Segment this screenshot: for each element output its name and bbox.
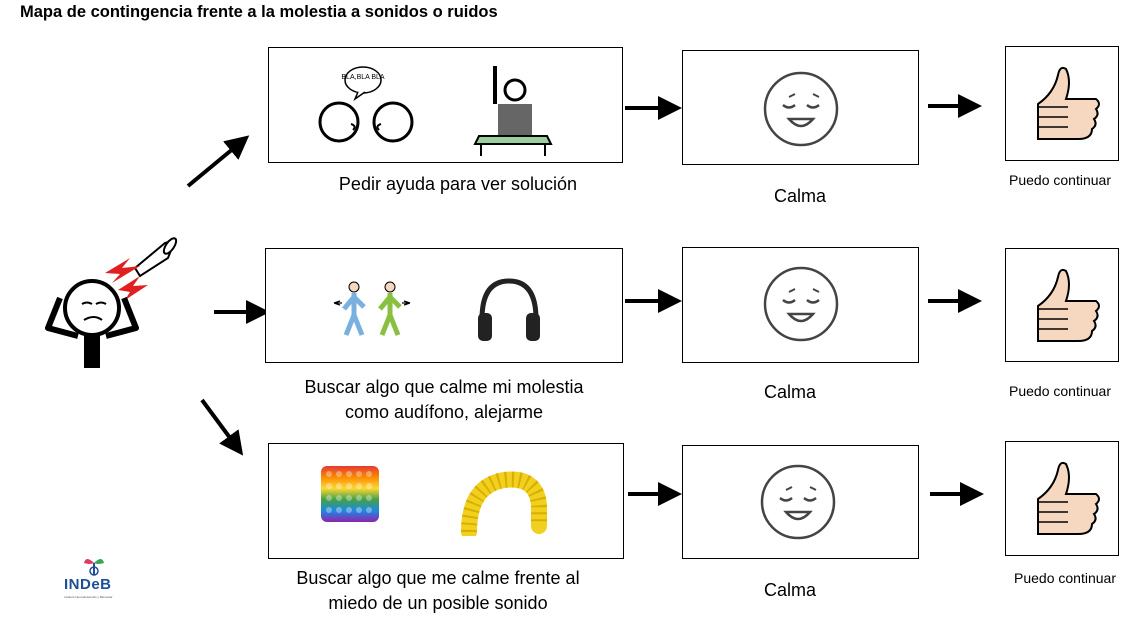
action-label-3b: miedo de un posible sonido <box>328 593 548 613</box>
calm-face-icon <box>763 266 839 342</box>
headphones-icon <box>478 278 540 341</box>
thumbs-up-icon <box>1037 268 1100 342</box>
distressed-person-icon <box>45 237 178 368</box>
action-box-3 <box>268 443 624 559</box>
result-label-1: Calma <box>773 186 826 206</box>
outcome-box-3 <box>1005 441 1119 556</box>
action-box-1: BLA,BLA BLA <box>268 47 623 163</box>
action-label-3a: Buscar algo que me calme frente al <box>296 568 580 588</box>
horn-icon <box>133 237 178 278</box>
logo-text: INDeB <box>64 576 112 593</box>
talking-heads-icon: BLA,BLA BLA <box>318 66 414 143</box>
thumbs-up-icon <box>1037 461 1100 535</box>
logo-mark-icon <box>84 559 104 576</box>
result-box-1 <box>682 50 919 165</box>
thumbs-up-icon <box>1037 66 1100 140</box>
result-label-2: Calma <box>763 382 816 402</box>
pop-tube-toy-icon <box>461 471 547 536</box>
action-label-2b: como audífono, alejarme <box>344 402 544 422</box>
result-box-3 <box>682 445 919 559</box>
lightning-icon <box>105 258 148 300</box>
action-box-2 <box>265 248 623 363</box>
walking-away-icon <box>333 281 411 336</box>
action-label-1: Pedir ayuda para ver solución <box>338 174 578 194</box>
speech-bubble-text: BLA,BLA BLA <box>341 74 385 81</box>
calm-face-icon <box>763 71 839 147</box>
pop-it-toy-icon <box>321 466 379 522</box>
outcome-label-2: Puedo continuar <box>1009 383 1111 399</box>
calm-face-icon <box>760 464 836 540</box>
page-title: Mapa de contingencia frente a la molesti… <box>20 3 498 21</box>
raised-hand-student-icon <box>473 66 553 156</box>
result-label-3: Calma <box>763 580 816 600</box>
outcome-box-2 <box>1005 248 1119 362</box>
logo-subtitle: Instituto Neurodesarrollo y Bienestar <box>64 595 113 599</box>
outcome-label-3: Puedo continuar <box>1014 570 1116 586</box>
action-label-2a: Buscar algo que calme mi molestia <box>304 377 584 397</box>
outcome-label-1: Puedo continuar <box>1009 172 1111 188</box>
outcome-box-1 <box>1005 46 1119 161</box>
result-box-2 <box>682 247 919 363</box>
